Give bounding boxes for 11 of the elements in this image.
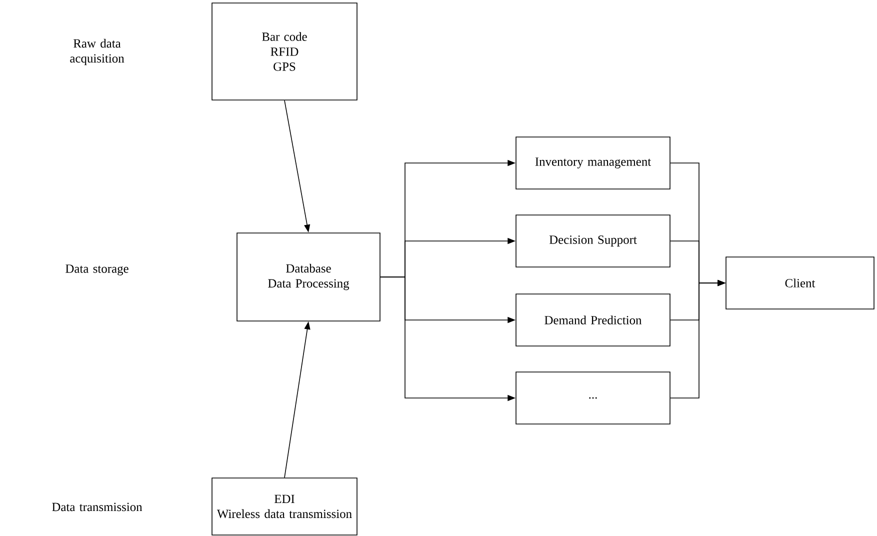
process-box: Client [726, 256, 874, 310]
process-box: Database Data Processing [236, 232, 380, 322]
process-box: ... [516, 372, 670, 424]
process-box: Bar code RFID GPS [212, 2, 358, 100]
side-label: Raw data acquisition [70, 38, 124, 66]
process-box: Demand Prediction [516, 294, 670, 346]
side-label: Data storage [66, 264, 128, 276]
process-box: Decision Support [516, 214, 670, 268]
process-box: Inventory management [516, 136, 670, 190]
side-label: Data transmission [52, 502, 142, 512]
process-box: EDI Wireless data transmission [212, 478, 358, 536]
